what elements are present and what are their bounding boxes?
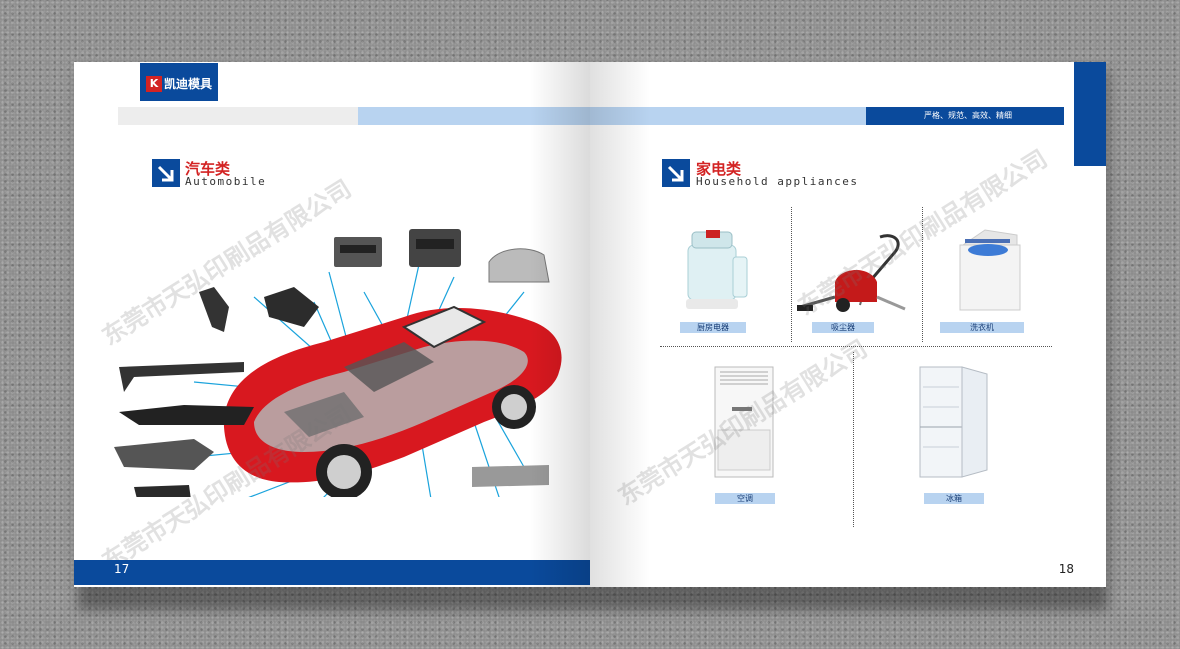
section-title-household: 家电类 — [696, 160, 742, 178]
refrigerator-image — [919, 366, 988, 478]
brand-mark-icon: K — [146, 76, 162, 92]
product-label: 洗衣机 — [940, 322, 1024, 333]
section-subtitle-automobile: Automobile — [185, 175, 267, 188]
arrow-down-right-icon — [152, 159, 180, 187]
header-bar-light-blue — [590, 107, 866, 125]
grid-divider — [853, 352, 854, 527]
left-page: K 凯迪模具 汽车类 Automobile — [74, 62, 590, 587]
brand-name: 凯迪模具 — [164, 77, 213, 91]
page-number-right: 18 — [1058, 562, 1074, 576]
header-bar-gray — [118, 107, 358, 125]
footer-bar-left — [74, 560, 590, 585]
slogan-text: 严格、规范、高效、精细 — [924, 111, 1012, 120]
juicer-image — [686, 230, 748, 309]
corner-block — [1074, 62, 1106, 166]
washing-machine-image — [959, 229, 1021, 311]
slogan-bar: 严格、规范、高效、精细 — [866, 107, 1064, 125]
grid-divider — [660, 346, 1052, 347]
vacuum-image — [797, 234, 906, 312]
grid-divider — [922, 207, 923, 342]
air-conditioner-image — [714, 366, 774, 478]
gutter-shadow-right — [590, 62, 650, 587]
section-title-automobile: 汽车类 — [185, 160, 231, 178]
header-bar-light-blue — [358, 107, 590, 125]
grid-divider — [791, 207, 792, 342]
brand-logo: K 凯迪模具 — [140, 63, 218, 101]
page-number-left: 17 — [114, 562, 130, 576]
gutter-shadow-left — [530, 62, 590, 587]
product-label: 吸尘器 — [812, 322, 874, 333]
section-subtitle-household: Household appliances — [696, 175, 859, 188]
product-label: 空调 — [715, 493, 775, 504]
product-label: 冰箱 — [924, 493, 984, 504]
arrow-down-right-icon — [662, 159, 690, 187]
product-label: 厨房电器 — [680, 322, 746, 333]
right-page: 严格、规范、高效、精细 家电类 Household appliances 厨房电… — [590, 62, 1106, 587]
car-cutaway-illustration — [114, 229, 562, 497]
